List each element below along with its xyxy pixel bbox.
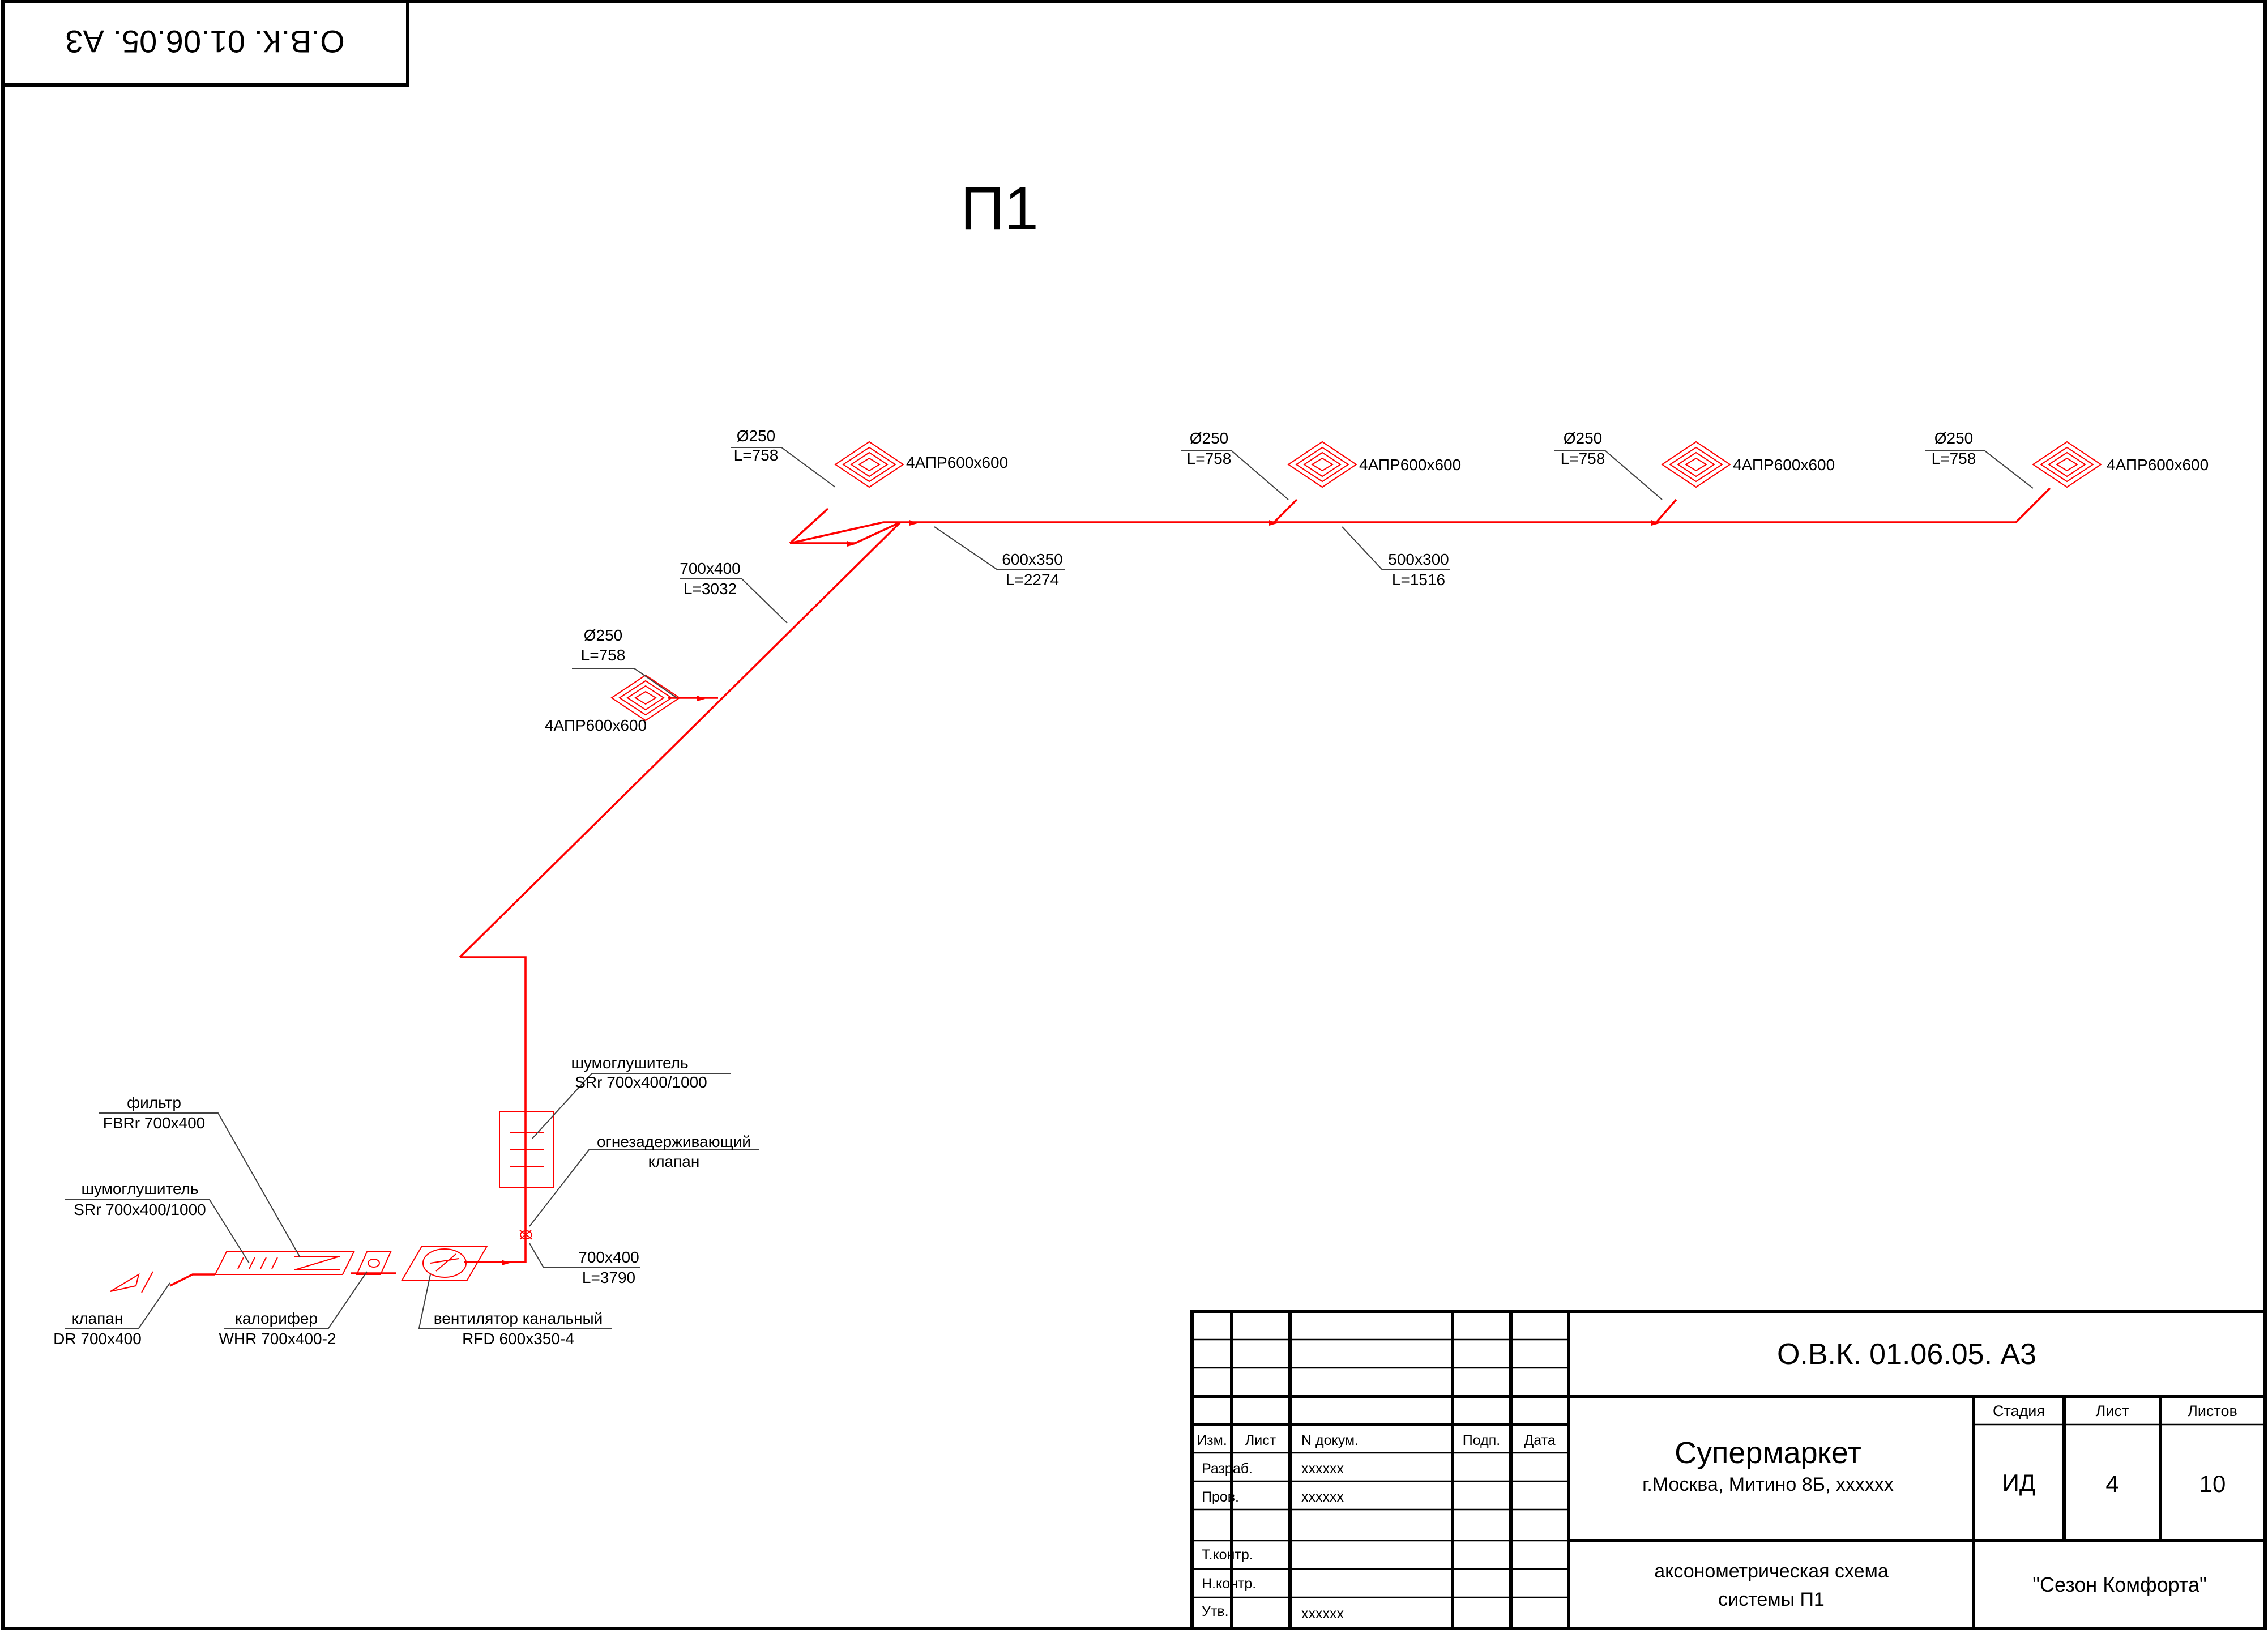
tb-role-1: Разраб. <box>1202 1461 1253 1477</box>
duct-4-length: L=3790 <box>582 1269 635 1286</box>
vertical-duct <box>460 956 527 1263</box>
silencer-filter-icon <box>214 1251 355 1275</box>
diffuser-1-model: 4АПР600х600 <box>906 454 1008 471</box>
duct-network <box>169 487 2051 1287</box>
corner-code-text: О.В.К. 01.06.05. А3 <box>65 24 344 59</box>
diffuser-3-size: Ø250 <box>1564 429 1603 447</box>
diffuser-labels: Ø250 L=758 4АПР600х600 Ø250 L=758 4АПР60… <box>545 427 2209 734</box>
duct-2-size: 500х300 <box>1388 551 1449 568</box>
equipment-group <box>110 1111 554 1293</box>
equipment-labels: шумоглушитель SRr 700x400/1000 огнезадер… <box>53 1054 759 1348</box>
tb-stage: ИД <box>2002 1469 2036 1496</box>
diffuser-2 <box>1288 441 1357 488</box>
tb-list-header: Лист <box>2096 1402 2129 1419</box>
duct-3-size: 700х400 <box>680 560 740 577</box>
equipment-6-name: калорифер <box>235 1310 318 1327</box>
tb-code: О.В.К. 01.06.05. А3 <box>1777 1338 2036 1371</box>
duct-4-size: 700х400 <box>578 1248 639 1266</box>
equipment-6-model: WHR 700x400-2 <box>219 1330 336 1348</box>
tb-role-1-name: хххххх <box>1301 1461 1344 1477</box>
tb-list: 4 <box>2105 1470 2118 1497</box>
fire-damper-icon <box>519 1230 533 1240</box>
equipment-2-name: огнезадерживающий <box>597 1133 751 1150</box>
valve-icon <box>110 1271 153 1293</box>
tb-role-5: Утв. <box>1202 1604 1229 1619</box>
tb-lists-header: Листов <box>2188 1402 2237 1419</box>
diffuser-2-size: Ø250 <box>1190 429 1229 447</box>
diffuser-1-length: L=758 <box>734 446 779 464</box>
corner-code-box: О.В.К. 01.06.05. А3 <box>3 2 409 87</box>
tb-sheet-title-2: системы П1 <box>1718 1589 1825 1610</box>
diffuser-2-length: L=758 <box>1187 450 1232 467</box>
heater-icon <box>356 1251 392 1275</box>
equipment-5-name: клапан <box>72 1310 123 1327</box>
equipment-1-model: SRr 700x400/1000 <box>575 1073 707 1091</box>
duct-1-length: L=2274 <box>1006 571 1059 589</box>
equipment-5-model: DR 700x400 <box>53 1330 142 1348</box>
system-title: П1 <box>960 174 1039 242</box>
equipment-2-model: клапан <box>648 1153 700 1170</box>
tb-role-4: Н.контр. <box>1202 1576 1256 1592</box>
equipment-4-name: шумоглушитель <box>81 1180 198 1197</box>
diffuser-4-model: 4АПР600х600 <box>2107 456 2209 474</box>
tb-role-5-name: хххххх <box>1301 1606 1344 1622</box>
equipment-7-model: RFD 600x350-4 <box>462 1330 574 1348</box>
diffuser-3-model: 4АПР600х600 <box>1733 456 1835 474</box>
tb-col-list: Лист <box>1245 1432 1276 1448</box>
tb-role-2-name: хххххх <box>1301 1489 1344 1505</box>
tb-lists: 10 <box>2199 1470 2226 1497</box>
vertical-silencer-icon <box>499 1111 554 1188</box>
diffuser-3-length: L=758 <box>1561 450 1605 467</box>
branch-stub-2 <box>1273 498 1298 523</box>
fan-icon <box>401 1246 488 1281</box>
diffuser-2-model: 4АПР600х600 <box>1359 456 1461 474</box>
duct-labels: 600х350 L=2274 500х300 L=1516 700х400 L=… <box>529 526 1450 1286</box>
tb-col-date: Дата <box>1524 1432 1555 1448</box>
tb-project-address: г.Москва, Митино 8Б, хххххх <box>1642 1474 1894 1495</box>
diffuser-1-size: Ø250 <box>737 427 776 445</box>
equipment-3-name: фильтр <box>127 1094 181 1111</box>
title-block: О.В.К. 01.06.05. А3 Изм. Лист N докум. П… <box>1190 1310 2267 1630</box>
riser-diagonal-duct <box>459 521 902 958</box>
equipment-7-name: вентилятор канальный <box>434 1310 603 1327</box>
duct-2-length: L=1516 <box>1392 571 1445 589</box>
tb-role-3: Т.контр. <box>1202 1547 1253 1563</box>
branch-duct-1 <box>790 521 901 544</box>
intake-duct <box>169 1273 215 1287</box>
tb-stage-header: Стадия <box>1993 1402 2045 1419</box>
diffuser-4 <box>2032 441 2102 488</box>
tb-role-2: Пров. <box>1202 1489 1239 1505</box>
tb-col-sign: Подп. <box>1463 1432 1500 1448</box>
diffuser-4-size: Ø250 <box>1934 429 1974 447</box>
branch-stub-1 <box>789 508 829 544</box>
equipment-1-name: шумоглушитель <box>571 1054 688 1072</box>
diffuser-4-length: L=758 <box>1932 450 1976 467</box>
tb-col-doc: N докум. <box>1301 1432 1359 1448</box>
equipment-4-model: SRr 700x400/1000 <box>74 1201 206 1218</box>
branch-stub-3 <box>1655 498 1677 523</box>
equipment-3-model: FBRr 700x400 <box>103 1114 206 1132</box>
diffuser-5-length: L=758 <box>581 646 626 664</box>
duct-1-size: 600х350 <box>1002 551 1062 568</box>
diffuser-3 <box>1662 441 1731 488</box>
tb-sheet-title-1: аксонометрическая схема <box>1654 1560 1889 1582</box>
tb-col-izm: Изм. <box>1197 1432 1227 1448</box>
tb-project-name: Супермаркет <box>1675 1436 1861 1470</box>
flow-arrows <box>502 520 1659 1265</box>
tb-company: "Сезон Комфорта" <box>2032 1573 2207 1596</box>
duct-3-length: L=3032 <box>684 580 737 598</box>
diffuser-5-model: 4АПР600х600 <box>545 717 647 734</box>
diffuser-1 <box>835 441 904 488</box>
diffuser-5-size: Ø250 <box>584 626 623 644</box>
main-trunk-duct <box>789 487 2051 544</box>
